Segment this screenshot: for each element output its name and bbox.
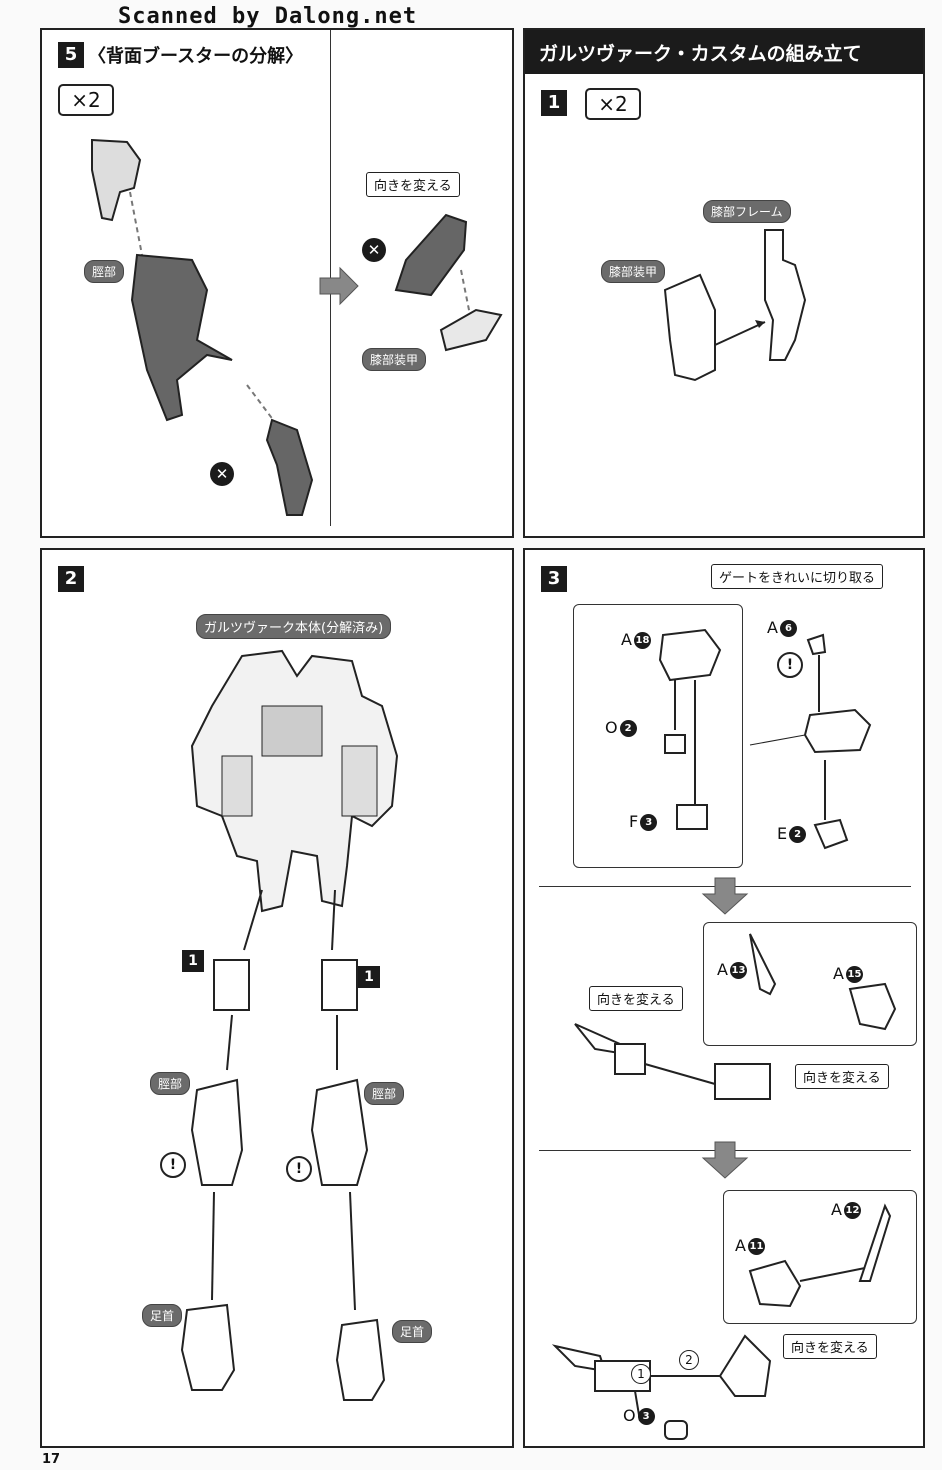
step3-down-arrow-icon-2 <box>701 1141 749 1179</box>
step2-robot-body-illustration <box>190 649 399 913</box>
step2-label-shin-left: 脛部 <box>150 1072 191 1095</box>
step2-panel: 2 ガルツヴァーク本体(分解済み) 1 1 脛部 脛部 ! ! 足首 足首 <box>40 548 514 1448</box>
step2-ref-step1-right: 1 <box>358 966 380 988</box>
step2-label-ankle-left: 足首 <box>142 1304 183 1327</box>
step1-label-knee-frame: 膝部フレーム <box>703 200 791 223</box>
step5-disassembly-illustration <box>91 138 314 516</box>
step3-callout-gate: ゲートをきれいに切り取る <box>711 564 884 589</box>
step2-title-pill: ガルツヴァーク本体(分解済み) <box>196 614 392 639</box>
step5-remove-x-icon: ✕ <box>210 462 234 486</box>
step3-caution-icon: ! <box>777 652 803 678</box>
step5-transition-arrow-icon <box>319 266 359 306</box>
step3-subassembly-box-3 <box>723 1190 917 1324</box>
step1-label-knee-armor: 膝部装甲 <box>601 260 666 283</box>
step2-caution-icon-left: ! <box>160 1152 186 1178</box>
step5-panel: 5 〈背面ブースターの分解〉 ×2 脛部 ✕ 向きを変える ✕ 膝部装甲 <box>40 28 514 538</box>
step3-seq-marker-1: 1 <box>631 1364 651 1384</box>
step5-label-shin: 脛部 <box>84 260 125 283</box>
section-header-title: ガルツヴァーク・カスタムの組み立て <box>539 43 862 65</box>
step1-assembly-illustration <box>663 229 807 382</box>
step3-callout-change-direction-1: 向きを変える <box>589 986 683 1011</box>
step2-number: 2 <box>58 566 84 592</box>
step5-remove-x-icon-2: ✕ <box>362 238 386 262</box>
step3-subassembly-box-1 <box>573 604 743 868</box>
step3-subassembly-illustration-1 <box>658 628 872 850</box>
step1-number: 1 <box>541 90 567 116</box>
step1-count: ×2 <box>585 88 641 120</box>
step3-callout-change-direction-3: 向きを変える <box>783 1334 877 1359</box>
step3-subassembly-box-2 <box>703 922 917 1046</box>
step2-leg-assembly-illustration <box>180 889 386 1401</box>
step5-callout-change-direction: 向きを変える <box>366 172 460 197</box>
step2-caution-icon-right: ! <box>286 1156 312 1182</box>
section-header: ガルツヴァーク・カスタムの組み立て <box>525 30 923 74</box>
step5-count: ×2 <box>58 84 114 116</box>
step3-seq-marker-2: 2 <box>679 1350 699 1370</box>
step5-number: 5 <box>58 42 84 68</box>
step2-label-shin-right: 脛部 <box>364 1082 405 1105</box>
step3-subassembly-illustration-3 <box>551 1203 892 1440</box>
step3-number: 3 <box>541 566 567 592</box>
step5-booster-illustration <box>394 213 503 352</box>
step2-label-ankle-right: 足首 <box>392 1320 433 1343</box>
watermark: Scanned by Dalong.net <box>118 4 418 29</box>
step5-title: 〈背面ブースターの分解〉 <box>88 46 304 67</box>
step3-subassembly-illustration-2 <box>574 933 897 1100</box>
step1-panel: ガルツヴァーク・カスタムの組み立て 1 ×2 膝部フレーム 膝部装甲 <box>523 28 925 538</box>
page-number: 17 <box>42 1452 61 1467</box>
step5-label-knee-armor: 膝部装甲 <box>362 348 427 371</box>
step3-down-arrow-icon-1 <box>701 877 749 915</box>
step2-ref-step1-left: 1 <box>182 950 204 972</box>
step3-callout-change-direction-2: 向きを変える <box>795 1064 889 1089</box>
